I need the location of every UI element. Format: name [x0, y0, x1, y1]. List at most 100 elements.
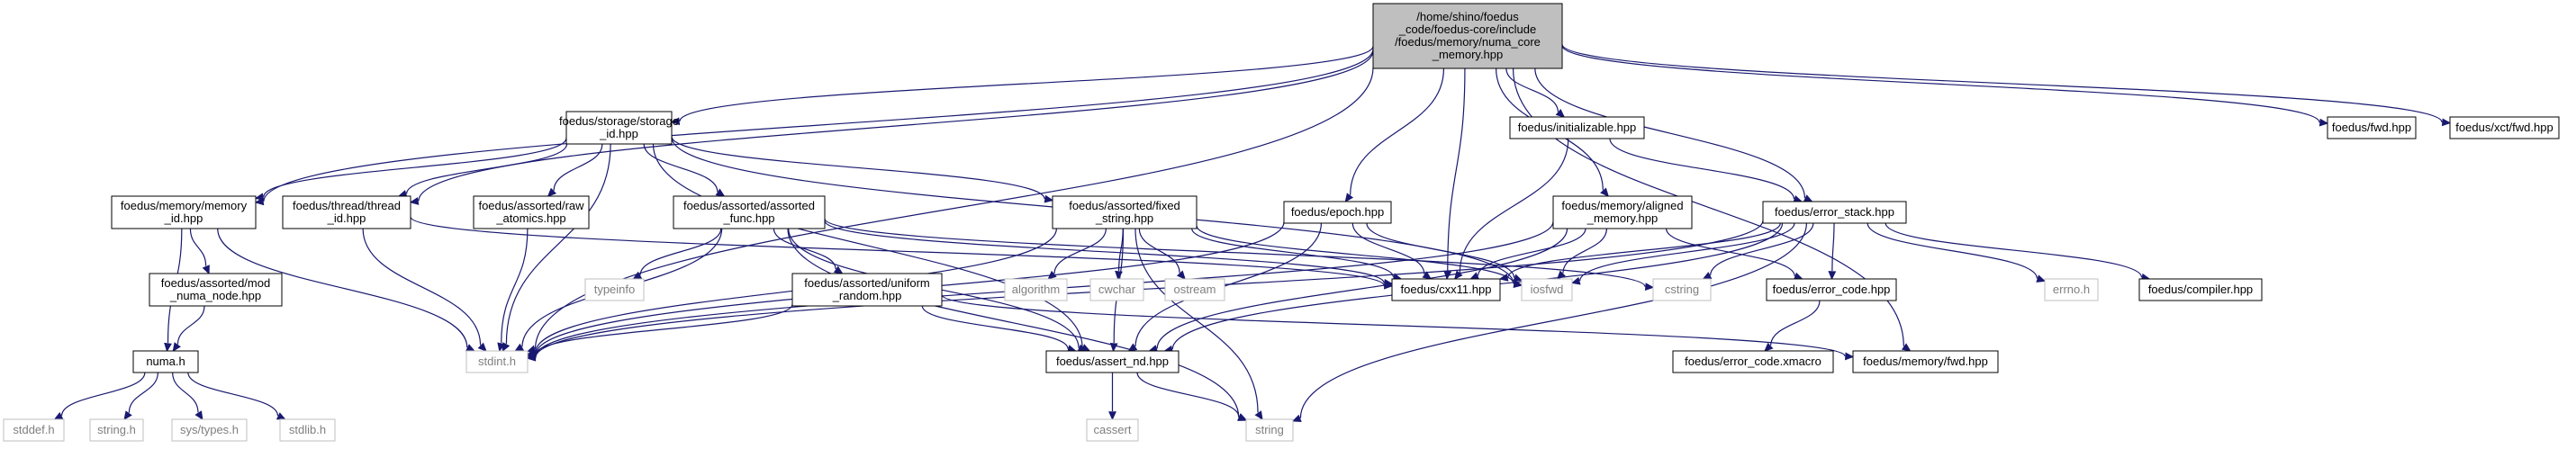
node-compiler[interactable]: foedus/compiler.hpp — [2138, 278, 2263, 301]
node-label: typeinfo — [594, 283, 636, 296]
node-box — [1552, 195, 1693, 229]
edge-initializable-to-error-stack — [1609, 138, 1795, 200]
node-label: _id.hpp — [327, 211, 366, 225]
node-error-stack[interactable]: foedus/error_stack.hpp — [1762, 201, 1907, 224]
node-initializable[interactable]: foedus/initializable.hpp — [1509, 116, 1645, 139]
node-uniform-random[interactable]: foedus/assorted/uniform_random.hpp — [791, 273, 943, 307]
edge-aligned-memory-to-assert-nd — [1156, 228, 1568, 349]
edge-root-to-initializable — [1505, 67, 1559, 112]
node-numa[interactable]: numa.h — [132, 350, 199, 373]
node-fwd[interactable]: foedus/fwd.hpp — [2327, 116, 2417, 139]
edge-arrowhead — [1108, 411, 1116, 421]
node-box — [473, 195, 590, 229]
node-label: _func.hpp — [722, 211, 774, 225]
edge-error-stack-to-error-code — [1831, 222, 1835, 272]
node-box — [2449, 116, 2560, 139]
node-box — [1762, 201, 1907, 224]
node-cxx11[interactable]: foedus/cxx11.hpp — [1391, 278, 1501, 301]
node-fixed-string[interactable]: foedus/assorted/fixed_string.hpp — [1052, 195, 1198, 229]
node-box — [584, 278, 645, 301]
node-label: cwchar — [1098, 283, 1136, 296]
edge-arrowhead — [202, 265, 210, 275]
node-label: foedus/memory/memory — [121, 199, 248, 212]
node-label: foedus/compiler.hpp — [2148, 283, 2253, 296]
node-label: algorithm — [1012, 283, 1060, 296]
edge-raw-atomics-to-stdint — [501, 228, 529, 344]
node-iosfwd: iosfwd — [1521, 278, 1573, 301]
edge-arrowhead — [1764, 342, 1774, 352]
node-label: foedus/epoch.hpp — [1291, 205, 1384, 219]
node-label: foedus/initializable.hpp — [1518, 121, 1637, 134]
edge-error-stack-to-cxx11 — [1507, 222, 1781, 278]
node-box — [1052, 195, 1198, 229]
node-memory-id[interactable]: foedus/memory/memory_id.hpp — [111, 195, 257, 229]
edge-storage-id-to-memory-id — [263, 138, 567, 197]
node-label: foedus/assorted/mod — [161, 276, 270, 290]
edge-arrowhead — [1109, 342, 1118, 353]
node-label: _memory.hpp — [1432, 48, 1504, 61]
node-cassert: cassert — [1086, 418, 1139, 442]
node-label: _numa_node.hpp — [169, 289, 261, 302]
node-label: foedus/error_code.xmacro — [1685, 355, 1821, 368]
node-root[interactable]: /home/shino/foedus_code/foedus-core/incl… — [1372, 3, 1563, 69]
edge-memory-id-to-mod-numa-node — [189, 228, 207, 266]
node-box — [1672, 350, 1834, 373]
node-error-code[interactable]: foedus/error_code.hpp — [1766, 278, 1897, 301]
node-epoch[interactable]: foedus/epoch.hpp — [1283, 201, 1392, 224]
node-xct-fwd[interactable]: foedus/xct/fwd.hpp — [2449, 116, 2560, 139]
edge-arrowhead — [1127, 343, 1138, 352]
edge-arrowhead — [254, 193, 265, 202]
edge-mod-numa-node-to-numa — [176, 305, 205, 345]
node-box — [565, 111, 673, 145]
node-label: numa.h — [146, 355, 185, 368]
node-assorted-func[interactable]: foedus/assorted/assorted_func.hpp — [673, 195, 826, 229]
node-label: stdlib.h — [289, 423, 326, 436]
node-cstring: cstring — [1652, 278, 1712, 301]
node-box — [171, 418, 248, 442]
edge-aligned-memory-to-iosfwd — [1562, 228, 1608, 274]
node-label: _string.hpp — [1095, 211, 1153, 225]
edge-aligned-memory-to-cxx11 — [1477, 228, 1586, 276]
edge-fixed-string-to-ostream — [1138, 228, 1180, 274]
node-label: foedus/error_stack.hpp — [1775, 205, 1894, 219]
edge-storage-id-to-raw-atomics — [553, 143, 603, 191]
node-box — [3, 418, 65, 442]
node-label: /home/shino/foedus — [1416, 10, 1519, 23]
node-typeinfo: typeinfo — [584, 278, 645, 301]
node-string-h: string.h — [89, 418, 144, 442]
edge-storage-id-to-stdint — [505, 143, 611, 345]
node-label: foedus/assert_nd.hpp — [1056, 355, 1169, 368]
edge-arrowhead — [1344, 193, 1354, 202]
edge-uniform-random-to-stdint — [535, 303, 793, 355]
edge-root-to-error-stack — [1534, 67, 1806, 199]
node-label: _id.hpp — [599, 127, 638, 140]
node-error-code-xmacro[interactable]: foedus/error_code.xmacro — [1672, 350, 1834, 373]
node-box — [2138, 278, 2263, 301]
edge-storage-id-to-fixed-string — [671, 136, 1045, 200]
node-box — [2327, 116, 2417, 139]
edge-assorted-func-to-cstring — [824, 218, 1646, 287]
node-box — [673, 195, 826, 229]
edge-assorted-func-to-cxx11 — [824, 220, 1385, 283]
edge-arrowhead — [1498, 273, 1509, 282]
edge-root-to-storage-id — [679, 46, 1374, 121]
node-memory-fwd[interactable]: foedus/memory/fwd.hpp — [1852, 350, 1999, 373]
node-storage-id[interactable]: foedus/storage/storage_id.hpp — [559, 111, 679, 145]
node-raw-atomics[interactable]: foedus/assorted/raw_atomics.hpp — [473, 195, 590, 229]
edge-arrowhead — [1469, 272, 1480, 280]
node-assert-nd[interactable]: foedus/assert_nd.hpp — [1045, 350, 1180, 373]
node-algorithm: algorithm — [1004, 278, 1068, 301]
node-box — [282, 195, 411, 229]
edges-layer — [53, 44, 2452, 422]
edge-arrowhead — [1237, 413, 1248, 421]
node-thread-id[interactable]: foedus/thread/thread_id.hpp — [282, 195, 411, 229]
node-aligned-memory[interactable]: foedus/memory/aligned_memory.hpp — [1552, 195, 1693, 229]
edge-numa-to-sys-types — [172, 372, 199, 413]
node-stddef: stddef.h — [3, 418, 65, 442]
edge-arrowhead — [1644, 283, 1655, 292]
edge-arrowhead — [715, 188, 726, 197]
node-label: foedus/xct/fwd.hpp — [2455, 121, 2553, 134]
node-label: cassert — [1094, 423, 1132, 436]
node-mod-numa-node[interactable]: foedus/assorted/mod_numa_node.hpp — [149, 273, 283, 307]
